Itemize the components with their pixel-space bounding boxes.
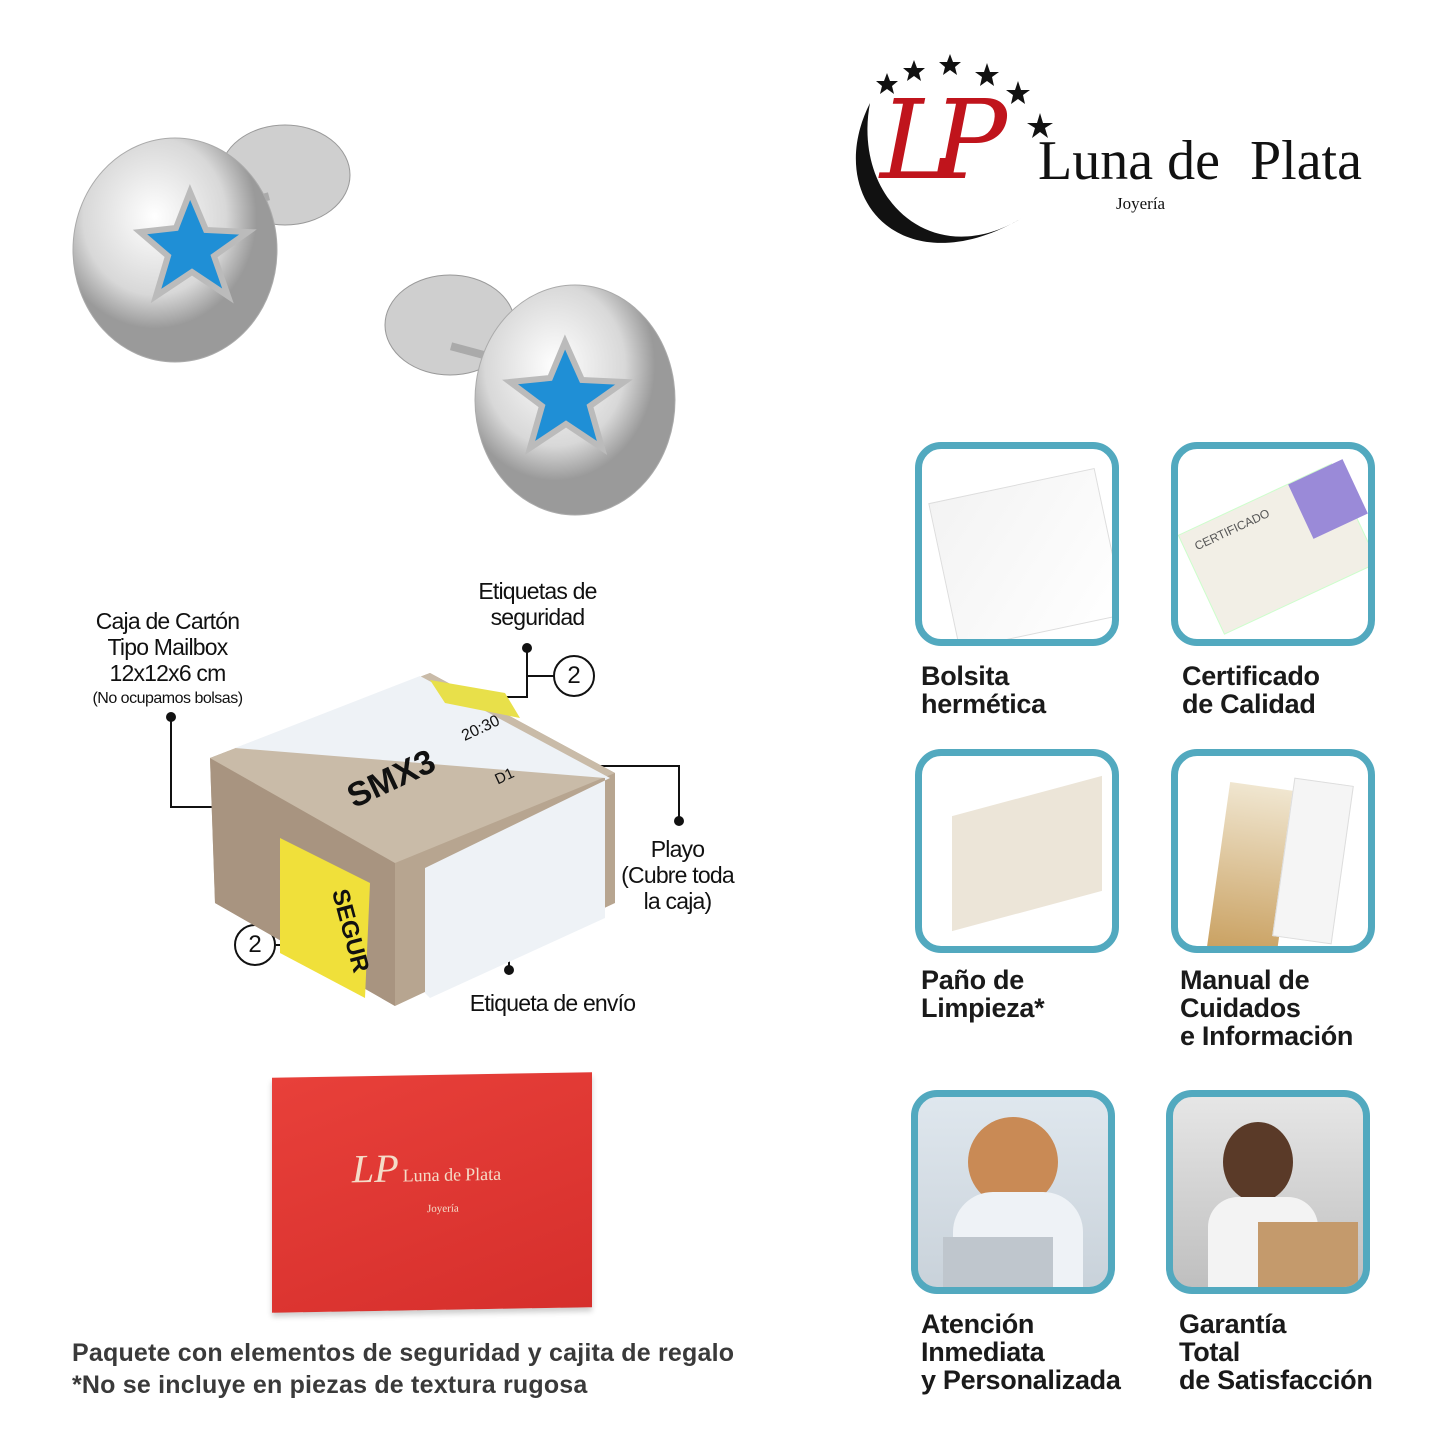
tile-cleaning-cloth — [915, 749, 1119, 953]
callout-box-line3: 12x12x6 cm — [109, 660, 226, 686]
callout-box-note: (No ocupamos bolsas) — [92, 690, 243, 707]
tile-certificate: CERTIFICADO — [1171, 442, 1375, 646]
callout-security: Etiquetas de seguridad — [440, 578, 635, 630]
tile-zip-bag — [915, 442, 1119, 646]
footer-line-2: *No se incluye en piezas de textura rugo… — [72, 1371, 588, 1399]
zip-bag-icon — [928, 467, 1112, 639]
logo-subtitle: Joyería — [1116, 194, 1166, 213]
footer-line-1: Paquete con elementos de seguridad y caj… — [72, 1339, 735, 1367]
callout-wrap-line1: Playo — [650, 836, 705, 862]
tile-manual — [1171, 749, 1375, 953]
cleaning-cloth-icon — [952, 775, 1102, 932]
logo-name-2: Plata — [1250, 130, 1362, 192]
callout-security-line1: Etiquetas de — [478, 578, 597, 604]
mailbox-package-image: SMX3 20:30 D1 SEGUR — [205, 668, 620, 1008]
earrings-image — [72, 124, 676, 516]
callout-wrap: Playo (Cubre toda la caja) — [600, 836, 755, 914]
callout-box: Caja de Cartón Tipo Mailbox 12x12x6 cm (… — [60, 608, 275, 712]
callout-wrap-line2: (Cubre toda — [621, 862, 734, 888]
logo-name-1: Luna de — [1038, 130, 1220, 192]
opal-star-icon — [132, 184, 257, 304]
logo-monogram: LP — [880, 76, 1007, 204]
brand-logo: LP Luna de Plata Joyería — [842, 48, 1402, 268]
tile-support — [911, 1090, 1115, 1294]
callout-wrap-line3: la caja) — [643, 888, 713, 914]
callout-box-line1: Caja de Cartón — [95, 608, 240, 634]
callout-security-line2: seguridad — [490, 604, 586, 630]
callout-shipping: Etiqueta de envío — [469, 990, 636, 1016]
happy-customer-icon — [1223, 1122, 1293, 1202]
gift-box-logo: LP Luna de Plata Joyería — [352, 1145, 502, 1216]
callout-box-line2: Tipo Mailbox — [107, 634, 229, 660]
gift-box-image: LP Luna de Plata Joyería — [272, 1072, 592, 1313]
security-count-badge: 2 — [553, 655, 595, 697]
tile-guarantee — [1166, 1090, 1370, 1294]
stars-icon — [876, 54, 1053, 138]
crescent-moon-icon — [855, 54, 1053, 243]
opal-star-icon — [502, 334, 633, 456]
